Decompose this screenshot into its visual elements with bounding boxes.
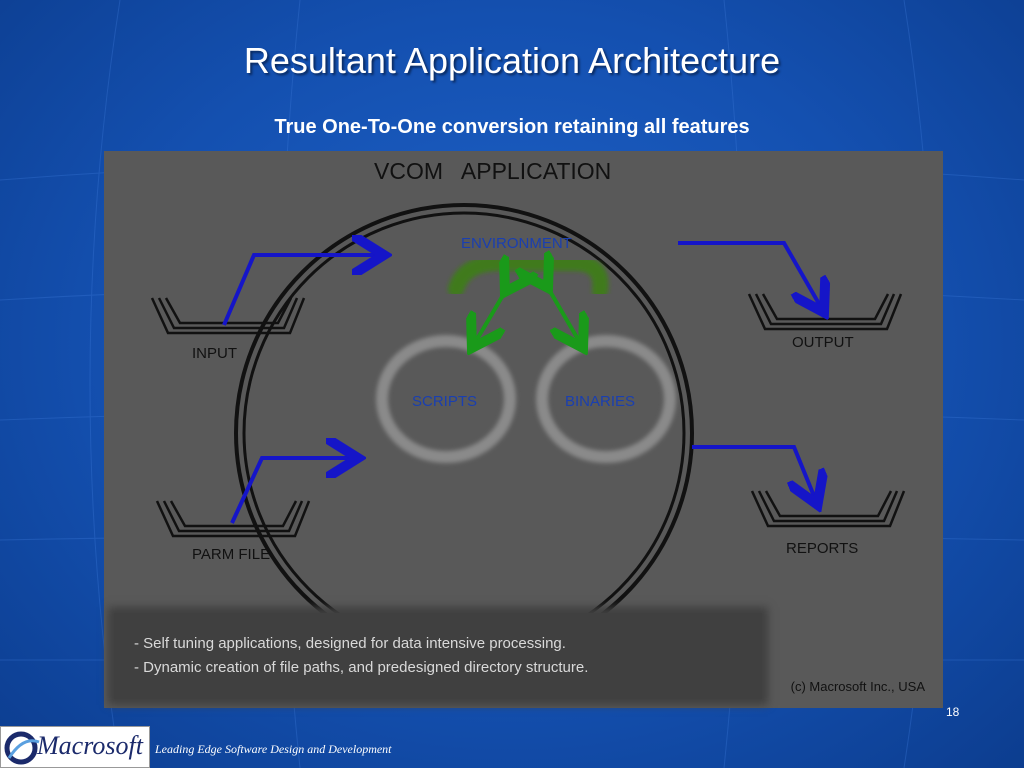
notes-box: - Self tuning applications, designed for… xyxy=(114,613,762,699)
binaries-ring xyxy=(536,335,676,463)
input-label: INPUT xyxy=(192,345,237,362)
environment-label: ENVIRONMENT xyxy=(461,235,572,252)
binaries-label: BINARIES xyxy=(565,393,635,410)
parm-file-label: PARM FILE xyxy=(192,546,270,563)
tray-icon xyxy=(150,293,906,538)
env-binaries-arrow xyxy=(544,281,579,341)
output-arrow xyxy=(678,241,822,309)
note-item: - Dynamic creation of file paths, and pr… xyxy=(134,659,589,676)
env-scripts-arrow xyxy=(476,285,509,341)
logo-swoosh-icon xyxy=(4,731,40,765)
output-label: OUTPUT xyxy=(792,334,854,351)
note-item: - Self tuning applications, designed for… xyxy=(134,635,566,652)
slide-title: Resultant Application Architecture xyxy=(243,40,781,81)
scripts-ring xyxy=(376,335,516,463)
input-arrow xyxy=(222,255,380,326)
parm-file-arrow xyxy=(230,458,354,524)
diagram-heading: VCOM APPLICATION xyxy=(374,158,611,184)
slide-subtitle: True One-To-One conversion retaining all… xyxy=(274,116,750,138)
architecture-diagram: VCOM APPLICATION ENVIRONMENT SCRIPTS BIN… xyxy=(104,151,943,708)
tagline: Leading Edge Software Design and Develop… xyxy=(155,742,392,756)
scripts-label: SCRIPTS xyxy=(412,393,477,410)
macrosoft-logo: Macrosoft xyxy=(0,726,150,768)
logo-text: Macrosoft xyxy=(37,731,143,760)
page-number: 18 xyxy=(946,705,960,719)
reports-arrow xyxy=(692,445,816,501)
diagram-canvas: VCOM APPLICATION ENVIRONMENT SCRIPTS BIN… xyxy=(150,158,906,663)
reports-label: REPORTS xyxy=(786,540,858,557)
copyright-text: (c) Macrosoft Inc., USA xyxy=(790,679,925,694)
environment-shape xyxy=(448,255,609,299)
